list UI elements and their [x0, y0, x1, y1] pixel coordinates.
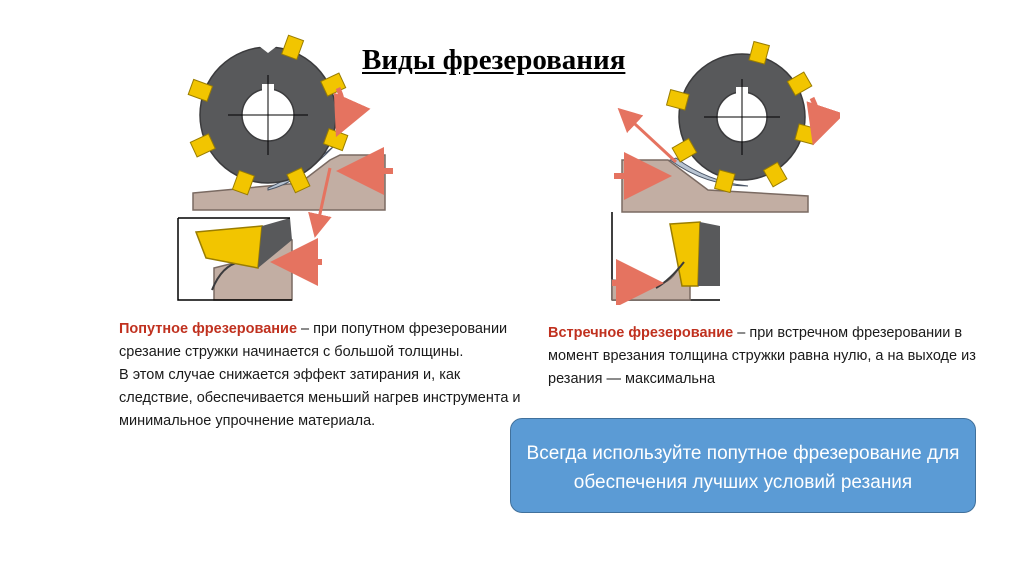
conventional-milling-definition: – при встречном фрезеровании в момент вр…	[548, 325, 976, 387]
climb-milling-illustration	[177, 31, 393, 301]
conventional-milling-term: Встречное фрезерование	[548, 325, 734, 341]
milling-cutter	[665, 40, 819, 194]
slide-title: Виды фрезерования	[362, 44, 626, 76]
climb-detail-view	[177, 217, 322, 301]
climb-milling-effect: В этом случае снижается эффект затирания…	[119, 367, 521, 429]
climb-milling-description: Попутное фрезерование – при попутном фре…	[119, 318, 529, 433]
recommendation-text: Всегда используйте попутное фрезерование…	[526, 443, 960, 493]
conventional-milling-illustration	[611, 40, 840, 305]
chip	[668, 157, 749, 187]
chip-arrow	[308, 167, 332, 238]
conventional-milling-paragraph: Встречное фрезерование – при встречном ф…	[548, 322, 988, 391]
rotation-arrow	[806, 96, 840, 146]
rotation-arrow	[333, 86, 371, 138]
climb-milling-paragraph: Попутное фрезерование – при попутном фре…	[119, 318, 529, 364]
milling-cutter	[187, 31, 349, 196]
conventional-milling-description: Встречное фрезерование – при встречном ф…	[548, 322, 988, 391]
chip-arrow	[617, 107, 678, 164]
climb-milling-definition: – при попутном фрезеровании срезание стр…	[119, 321, 508, 360]
climb-milling-term: Попутное фрезерование	[119, 321, 298, 337]
recommendation-callout: Всегда используйте попутное фрезерование…	[510, 418, 976, 513]
conventional-detail-view	[611, 212, 720, 305]
